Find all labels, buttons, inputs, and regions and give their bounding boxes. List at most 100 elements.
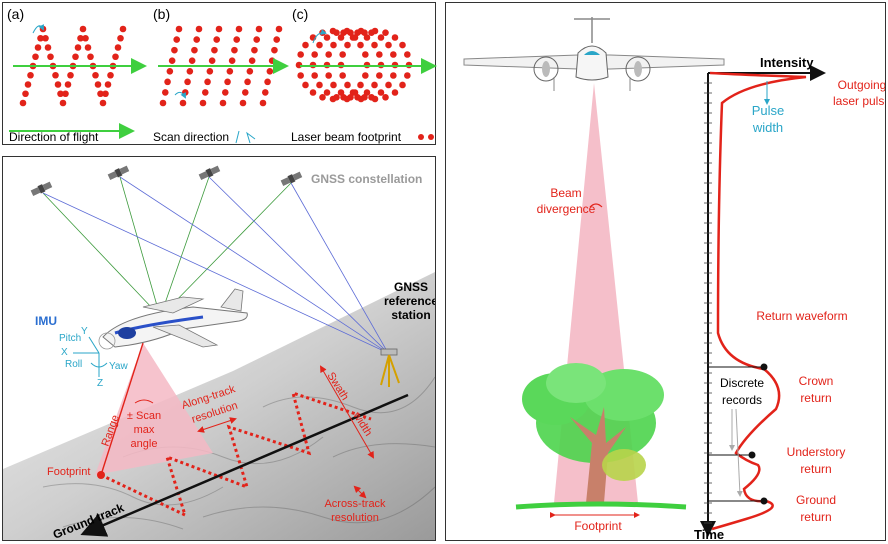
survey-aircraft-icon [98, 288, 248, 350]
laser-footprint-dot [166, 67, 174, 75]
understory-return-label-1: Understory [787, 445, 846, 459]
laser-footprint-dot [168, 57, 176, 65]
laser-footprint-dot [241, 89, 249, 96]
laser-footprint-dot [323, 89, 331, 96]
laser-footprint-dot [42, 34, 49, 42]
laser-footprint-dot [316, 41, 323, 49]
airborne-survey-svg: GNSS constellation GNSS reference statio… [3, 165, 435, 540]
laser-footprint-dot [32, 53, 39, 61]
laser-footprint-dot [302, 41, 309, 49]
laser-footprint-dot [351, 34, 359, 41]
laser-footprint-dot [255, 25, 263, 33]
laser-footprint-dot [27, 71, 34, 79]
laser-footprint-dot [275, 25, 283, 33]
laser-footprint-dot [330, 41, 337, 49]
airborne-survey-panel: GNSS constellation GNSS reference statio… [2, 156, 436, 541]
laser-footprint-dot [344, 81, 351, 89]
laser-footprint-dot [186, 67, 194, 75]
ground-return-label-2: return [800, 510, 831, 524]
laser-footprint-dot [59, 99, 67, 107]
laser-footprint-dot [239, 99, 247, 107]
laser-footprint-dot [333, 29, 340, 36]
laser-footprint-dot [195, 25, 203, 33]
yaw-label: Yaw [109, 361, 128, 372]
discrete-records-label-2: records [722, 393, 762, 407]
laser-footprint-dot [37, 34, 44, 42]
laser-footprint-dot [316, 81, 323, 89]
laser-beam-footprint-label: Laser beam footprint [291, 130, 402, 144]
terrain-surface [3, 272, 435, 540]
laser-footprint-dot [102, 90, 109, 98]
understory-record-dot [748, 451, 756, 459]
laser-footprint-dot [391, 89, 399, 96]
across-track-arrow [353, 485, 367, 499]
scan-arrow-c [312, 29, 327, 44]
intensity-label: Intensity [760, 55, 814, 70]
laser-footprint-dot [377, 89, 385, 96]
laser-footprint-dot [22, 90, 29, 98]
laser-footprint-dot [221, 89, 229, 96]
laser-footprint-dot [226, 67, 234, 75]
laser-footprint-dot [404, 72, 411, 79]
scan-patterns-svg: (a) (b) (c) Direction of flight Scan dir… [7, 6, 437, 144]
label-a: (a) [7, 6, 24, 22]
range-line [100, 342, 144, 476]
return-waveform-curve [709, 71, 807, 531]
footprint-label: Footprint [47, 466, 90, 478]
laser-footprint-dot [376, 51, 383, 58]
aircraft-front-icon [463, 17, 725, 91]
laser-footprint-dot [57, 90, 64, 98]
laser-footprint-dot [253, 36, 261, 43]
laser-footprint-dot [67, 71, 74, 79]
laser-footprint-dot [164, 78, 171, 86]
angle-arc [134, 399, 154, 404]
laser-footprint-dot [79, 25, 87, 33]
laser-footprint-dot [371, 81, 378, 89]
laser-footprint-dot [72, 53, 79, 61]
laser-footprint-dot [181, 89, 189, 96]
laser-footprint-dot [179, 99, 187, 107]
laser-footprint-dot [251, 46, 258, 54]
laser-footprint-dot [371, 95, 379, 103]
gnss-reference-label-3: station [391, 308, 430, 322]
understory-return-label-2: return [800, 462, 831, 476]
laser-footprint-dot [344, 41, 351, 49]
lidar-waveform-panel: Beam divergence Footprint Intensity Time… [445, 2, 886, 541]
laser-footprint-dot [119, 25, 127, 33]
laser-footprint-dot [104, 81, 112, 88]
lidar-waveform-svg: Beam divergence Footprint Intensity Time… [463, 17, 885, 540]
laser-footprint-dot [325, 51, 332, 58]
satellite-icon [107, 165, 130, 180]
roll-label: Roll [65, 359, 82, 370]
laser-footprint-dot [399, 41, 406, 49]
pulse-width-label-2: width [752, 120, 783, 135]
tree-icon [515, 363, 687, 510]
laser-footprint-dot [361, 94, 368, 101]
laser-footprint-dot [54, 81, 62, 88]
outgoing-pulse-label-2: laser pulse [833, 94, 885, 108]
axis-x-label: X [61, 347, 68, 358]
satellite-icon [280, 171, 303, 186]
laser-footprint-dot [64, 81, 72, 88]
laser-footprint-dot [259, 99, 267, 107]
scan-angle-label-3: angle [131, 438, 158, 450]
laser-footprint-dot [24, 81, 32, 88]
laser-footprint-dot [193, 36, 201, 43]
laser-footprint-dot [184, 78, 191, 86]
laser-footprint-dot [390, 72, 397, 79]
laser-footprint-dot [297, 51, 304, 58]
laser-footprint-dot [77, 34, 84, 42]
waveform-footprint-label: Footprint [574, 519, 622, 533]
laser-footprint-dot [213, 36, 221, 43]
satellite-icon [30, 181, 53, 196]
crown-record-dot [760, 363, 768, 371]
beam-divergence-label-2: divergence [537, 202, 596, 216]
laser-footprint-dot [351, 89, 359, 96]
laser-footprint-dot [231, 46, 238, 54]
laser-footprint-dot [228, 57, 236, 65]
crown-return-label-2: return [800, 391, 831, 405]
laser-footprint-dot [337, 34, 345, 41]
gnss-reference-label-1: GNSS [394, 280, 428, 294]
laser-footprint-dot [244, 78, 251, 86]
laser-footprint-dot [92, 71, 99, 79]
